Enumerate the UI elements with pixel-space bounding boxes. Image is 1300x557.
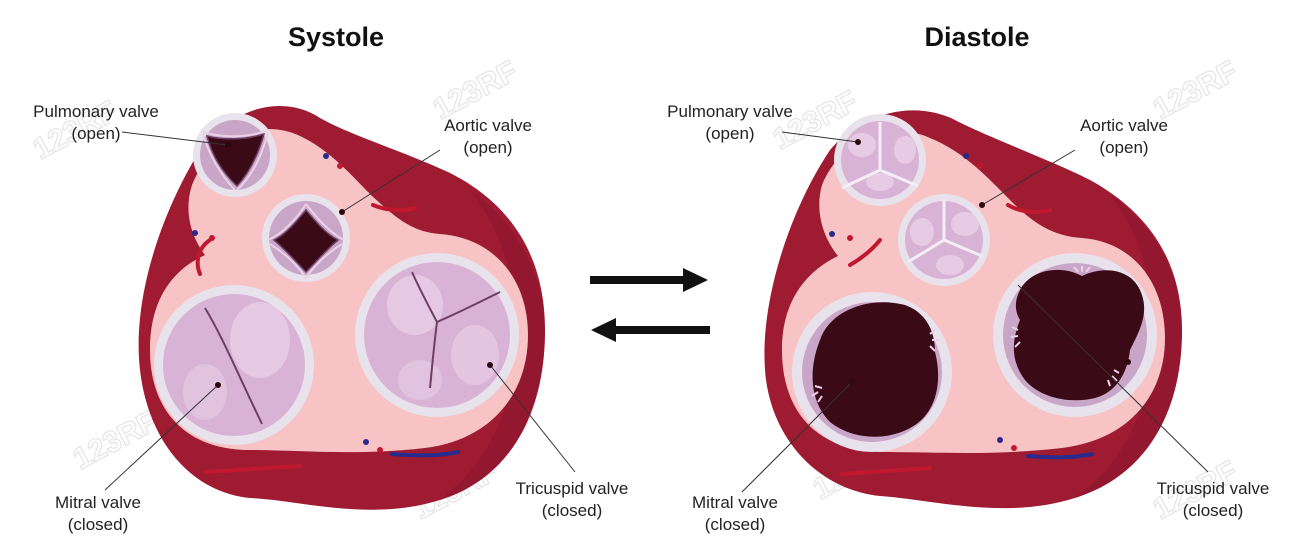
diastole-vessel-dot — [1011, 445, 1017, 451]
diastole-myocardium-shade — [1075, 195, 1182, 498]
diastole-vessel — [1026, 452, 1094, 460]
leader-line — [104, 384, 219, 491]
systole-pulmonary-state: (open) — [71, 124, 120, 143]
leader-line — [341, 149, 441, 213]
watermark: 123RF — [68, 405, 163, 476]
systole-aortic-state: (open) — [463, 138, 512, 157]
diastole-tricuspid-label: Tricuspid valve — [1157, 479, 1270, 498]
leader-endpoints — [215, 139, 1131, 388]
diastole-vessel — [848, 238, 882, 267]
diastole-tricuspid-state: (closed) — [1183, 501, 1243, 520]
systole-vessel-dot — [337, 163, 343, 169]
diastole-title: Diastole — [924, 22, 1029, 52]
diastole-tricuspid-valve — [993, 253, 1157, 417]
systole-vessel-dot — [377, 447, 383, 453]
systole-tricuspid-state: (closed) — [542, 501, 602, 520]
leader-endpoint — [979, 202, 985, 208]
systole-pulmonary-label: Pulmonary valve — [33, 102, 159, 121]
systole-title: Systole — [288, 22, 384, 52]
leader-endpoint — [215, 382, 221, 388]
leader-endpoint — [855, 139, 861, 145]
systole-vessel-dot — [363, 439, 369, 445]
systole-mitral-valve — [154, 285, 314, 445]
diastole-vessel — [840, 466, 932, 476]
systole-myocardium-shade — [440, 190, 545, 500]
diastole-aortic-valve — [898, 194, 990, 286]
systole-vessel — [203, 464, 302, 474]
diastole-heart — [764, 110, 1182, 509]
diastole-pulmonary-valve — [834, 114, 926, 206]
diastole-mitral-label: Mitral valve — [692, 493, 778, 512]
diastole-mitral-state: (closed) — [705, 515, 765, 534]
systole-vessel-dot — [323, 153, 329, 159]
diastole-vessel-dot — [829, 231, 835, 237]
leader-line — [1017, 284, 1209, 473]
diastole-vessel-dot — [963, 153, 969, 159]
diastole-vessel-dot — [977, 163, 983, 169]
systole-vessel-dot — [192, 230, 198, 236]
diastole-mitral-valve — [792, 292, 952, 452]
diastole-pulmonary-state: (open) — [705, 124, 754, 143]
systole-vessel — [371, 203, 417, 213]
leader-endpoint — [1125, 359, 1131, 365]
leader-line — [741, 381, 853, 493]
systole-aortic-label: Aortic valve — [444, 116, 532, 135]
systole-vessel — [390, 450, 460, 458]
leader-endpoint — [225, 142, 231, 148]
diastole-aortic-label: Aortic valve — [1080, 116, 1168, 135]
leader-lines — [104, 131, 1209, 493]
diastole-vessel-dot — [997, 437, 1003, 443]
systole-mitral-label: Mitral valve — [55, 493, 141, 512]
diastole-aortic-state: (open) — [1099, 138, 1148, 157]
systole-vessel-dot — [209, 235, 215, 241]
arrow-right-icon — [590, 268, 708, 292]
systole-pulmonary-valve — [193, 113, 277, 197]
systole-mitral-state: (closed) — [68, 515, 128, 534]
arrow-left-icon — [591, 318, 710, 342]
leader-line — [489, 364, 576, 473]
exchange-arrows — [590, 268, 710, 342]
systole-vessel — [195, 238, 212, 276]
diastole-pulmonary-label: Pulmonary valve — [667, 102, 793, 121]
leader-endpoint — [487, 362, 493, 368]
systole-tricuspid-label: Tricuspid valve — [516, 479, 629, 498]
leader-endpoint — [339, 209, 345, 215]
leader-endpoint — [849, 379, 855, 385]
leader-line — [981, 149, 1076, 206]
leader-line — [781, 131, 859, 143]
systole-aortic-valve — [262, 194, 350, 282]
diastole-vessel-dot — [847, 235, 853, 241]
systole-tricuspid-valve — [355, 253, 519, 417]
systole-heart — [138, 106, 545, 510]
diastole-vessel — [1006, 203, 1052, 215]
leader-line — [121, 131, 229, 146]
